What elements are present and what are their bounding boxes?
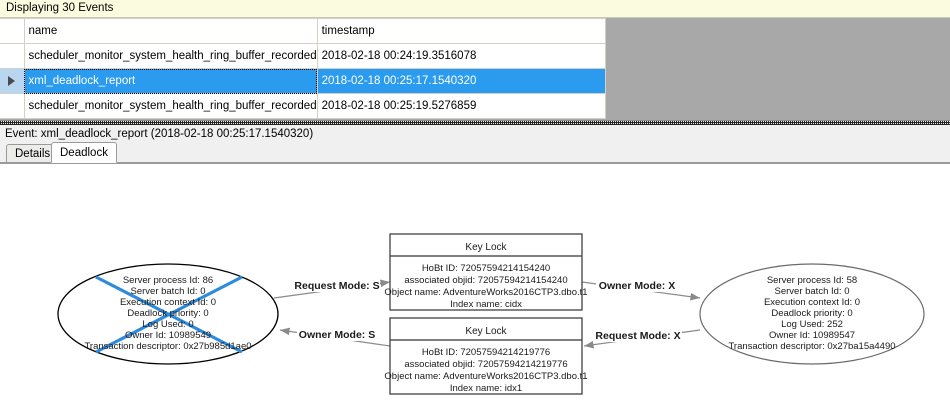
resource-node-key-lock-idx1[interactable]: Key Lock HoBt ID: 72057594214219776 asso… (384, 317, 588, 395)
edge-label-request-mode-x: Request Mode: X (594, 329, 682, 342)
row-timestamp-cell[interactable]: 2018-02-18 00:25:17.1540320 (317, 68, 606, 94)
surviving-process-node[interactable]: Server process Id: 58 Server batch Id: 0… (699, 263, 925, 365)
row-name-cell[interactable]: scheduler_monitor_system_health_ring_buf… (24, 93, 318, 119)
row-selector-cell[interactable] (0, 68, 25, 94)
svg-text:Request Mode: X: Request Mode: X (595, 330, 680, 342)
table-row[interactable]: scheduler_monitor_system_health_ring_buf… (0, 93, 606, 119)
victim-line-5: Owner Id: 10989549 (125, 330, 211, 341)
resource-1-line-0: HoBt ID: 72057594214219776 (422, 347, 550, 358)
edge-label-request-mode-s: Request Mode: S (294, 279, 380, 292)
column-header-timestamp[interactable]: timestamp (317, 18, 606, 44)
events-grid[interactable]: name timestamp scheduler_monitor_system_… (0, 18, 950, 121)
surviving-line-1: Server batch Id: 0 (775, 286, 850, 297)
table-row[interactable]: scheduler_monitor_system_health_ring_buf… (0, 43, 606, 69)
column-header-selector[interactable] (0, 18, 25, 44)
resource-1-title: Key Lock (465, 326, 507, 337)
tabstrip: Details Deadlock (0, 142, 950, 163)
surviving-line-4: Log Used: 252 (781, 319, 843, 330)
victim-line-6: Transaction descriptor: 0x27b985d1ae0 (84, 341, 251, 352)
edge-label-owner-mode-s: Owner Mode: S (297, 328, 377, 341)
events-table-header: name timestamp (0, 18, 606, 44)
resource-0-line-0: HoBt ID: 72057594214154240 (422, 263, 550, 274)
row-name-cell[interactable]: scheduler_monitor_system_health_ring_buf… (24, 43, 318, 69)
victim-line-0: Server process Id: 86 (123, 275, 213, 286)
victim-line-1: Server batch Id: 0 (131, 286, 206, 297)
tab-deadlock[interactable]: Deadlock (51, 142, 117, 163)
row-name-cell[interactable]: xml_deadlock_report (24, 68, 318, 94)
row-timestamp-cell[interactable]: 2018-02-18 00:25:19.5276859 (317, 93, 606, 119)
surviving-line-5: Owner Id: 10989547 (769, 330, 855, 341)
column-header-name[interactable]: name (24, 18, 318, 44)
resource-0-line-2: Object name: AdventureWorks2016CTP3.dbo.… (384, 287, 587, 298)
row-timestamp-cell[interactable]: 2018-02-18 00:24:19.3516078 (317, 43, 606, 69)
resource-1-line-2: Object name: AdventureWorks2016CTP3.dbo.… (384, 371, 587, 382)
svg-text:Request Mode: S: Request Mode: S (294, 280, 379, 292)
current-row-arrow-icon (8, 76, 16, 86)
row-selector-cell[interactable] (0, 43, 25, 69)
resource-node-key-lock-cidx[interactable]: Key Lock HoBt ID: 72057594214154240 asso… (384, 233, 588, 311)
edge-label-owner-mode-x: Owner Mode: X (596, 279, 678, 292)
victim-line-2: Execution context Id: 0 (120, 297, 216, 308)
deadlock-victim-process-node[interactable]: Server process Id: 86 Server batch Id: 0… (57, 263, 279, 365)
resource-0-line-1: associated objid: 72057594214154240 (404, 275, 567, 286)
events-table: name timestamp scheduler_monitor_system_… (0, 18, 606, 119)
resource-1-line-1: associated objid: 72057594214219776 (404, 359, 567, 370)
status-strip: Displaying 30 Events (0, 0, 950, 18)
surviving-line-6: Transaction descriptor: 0x27ba15a4490 (728, 341, 895, 352)
resource-0-title: Key Lock (465, 242, 507, 253)
table-row-selected[interactable]: xml_deadlock_report 2018-02-18 00:25:17.… (0, 68, 606, 94)
resource-1-line-3: Index name: idx1 (450, 383, 522, 394)
deadlock-graph-canvas[interactable]: Server process Id: 86 Server batch Id: 0… (0, 163, 950, 400)
row-selector-cell[interactable] (0, 93, 25, 119)
svg-text:Owner Mode: S: Owner Mode: S (299, 329, 375, 341)
tab-details[interactable]: Details (6, 144, 60, 163)
header-row: name timestamp (0, 18, 606, 44)
surviving-line-3: Deadlock priority: 0 (771, 308, 852, 319)
surviving-line-0: Server process Id: 58 (767, 275, 857, 286)
victim-line-4: Log Used: 0 (142, 319, 193, 330)
horizontal-splitter[interactable] (0, 121, 950, 125)
event-title: Event: xml_deadlock_report (2018-02-18 0… (0, 125, 950, 143)
svg-text:Owner Mode: X: Owner Mode: X (599, 280, 675, 292)
surviving-line-2: Execution context Id: 0 (764, 297, 860, 308)
resource-0-line-3: Index name: cidx (450, 299, 522, 310)
events-table-body: scheduler_monitor_system_health_ring_buf… (0, 43, 606, 119)
victim-line-3: Deadlock priority: 0 (127, 308, 208, 319)
